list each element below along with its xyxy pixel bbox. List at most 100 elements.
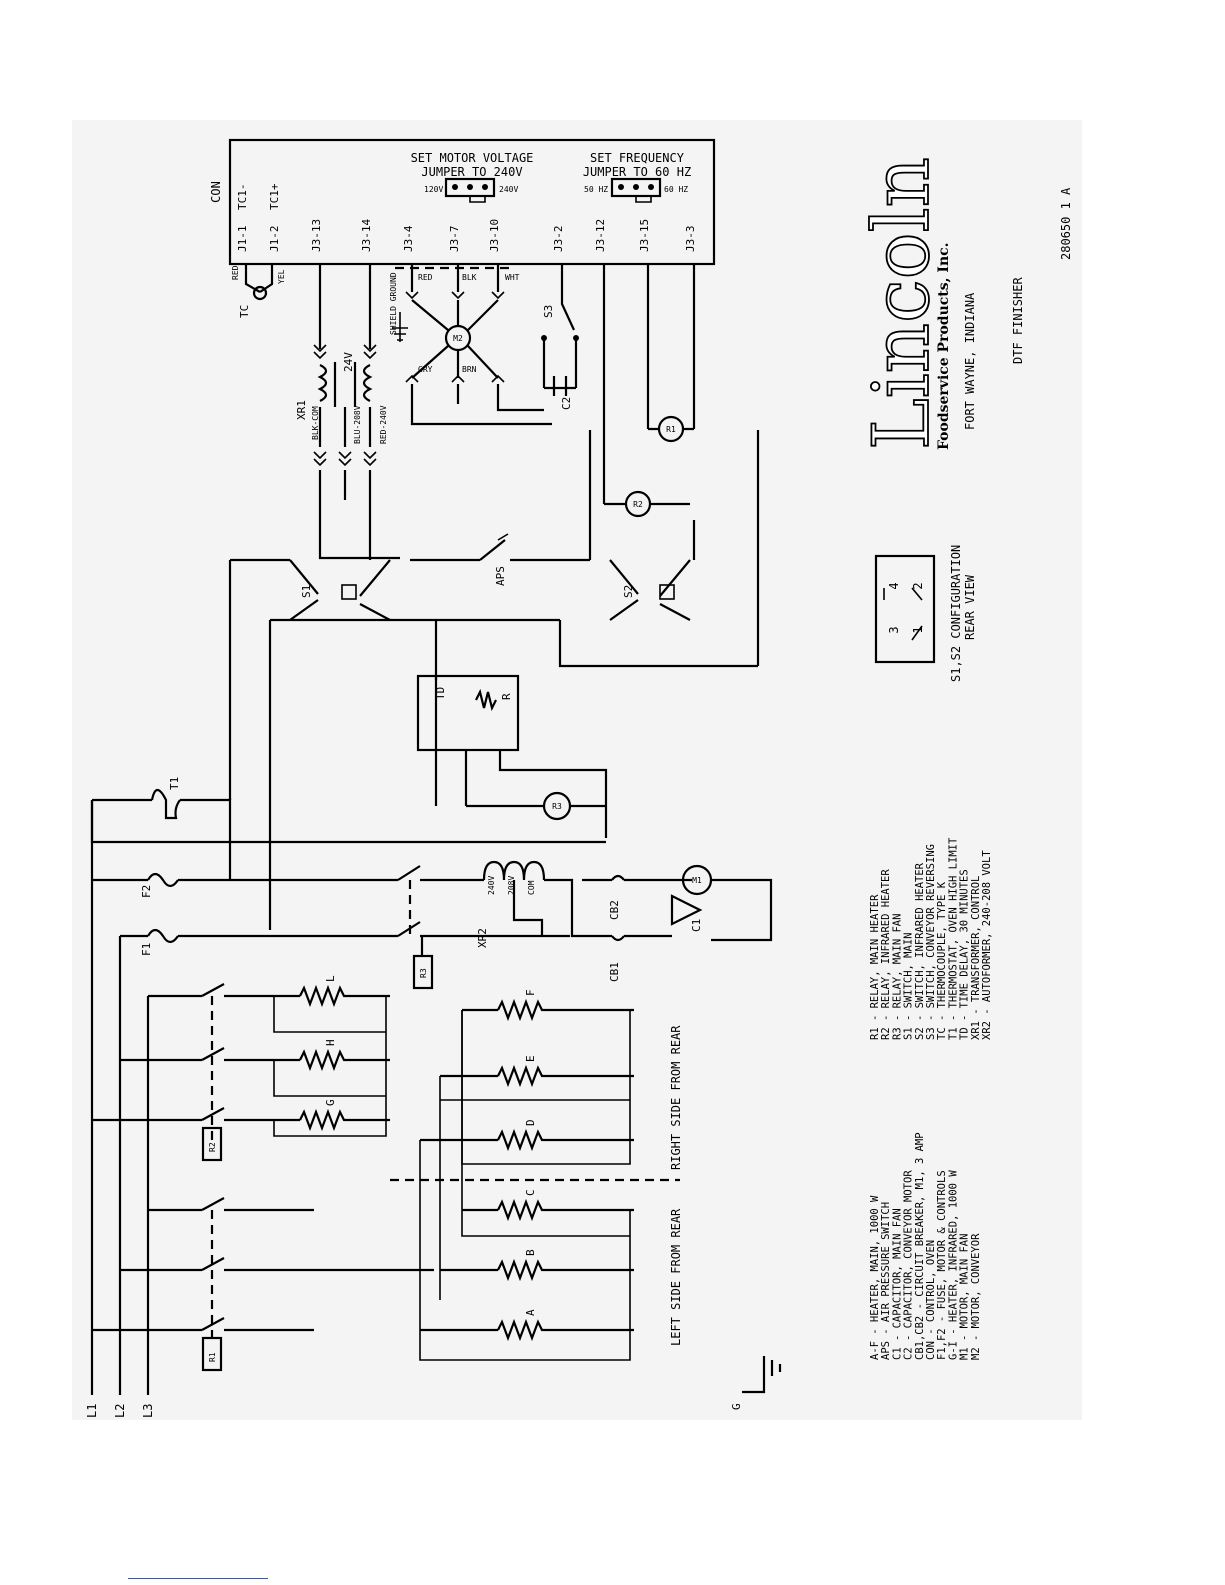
tc1-minus-label: TC1- xyxy=(236,184,249,211)
aps-label: APS xyxy=(494,566,507,586)
cb2-label: CB2 xyxy=(608,900,621,920)
heater-g: G xyxy=(324,1099,337,1106)
terminal-j3-3: J3-3 xyxy=(684,226,697,253)
heater-d: D xyxy=(524,1119,537,1126)
legend-entry: S3 - SWITCH, CONVEYOR REVERSING xyxy=(925,844,937,1040)
terminal-j3-7: J3-7 xyxy=(448,226,461,253)
c2-label: C2 xyxy=(560,397,573,410)
tc-red-wire: RED xyxy=(231,265,240,280)
config-title: S1,S2 CONFIGURATION xyxy=(949,545,963,682)
jumper-240v: 240V xyxy=(499,185,518,194)
config-pos-3: 3 xyxy=(887,626,901,633)
xr2-240v: 240V xyxy=(487,876,496,895)
td-label: TD xyxy=(434,687,447,700)
controller-name: CON xyxy=(209,181,223,203)
tc-label: TC xyxy=(238,305,251,318)
legend-entry: TD - TIME DELAY, 30 MINUTES xyxy=(959,869,971,1040)
infrared-heaters: L H G xyxy=(273,975,390,1137)
heater-a: A xyxy=(524,1309,537,1316)
brand-block: Lincoln Foodservice Products, Inc. FORT … xyxy=(856,156,1073,451)
config-pos-2: 2 xyxy=(911,582,925,589)
r2-coil-label: R2 xyxy=(633,500,643,509)
infrared-switch-s2: S2 xyxy=(609,559,691,621)
m2-wht-wire: WHT xyxy=(505,273,520,282)
r3-contact-label: R3 xyxy=(419,968,428,978)
transformer-xr1: XR1 24V BLK-COM BLU-208V RED-240V SHIELD… xyxy=(295,264,398,467)
r2-contacts: R2 xyxy=(201,983,274,1162)
terminal-j3-15: J3-15 xyxy=(638,219,651,252)
line-l3: L3 xyxy=(141,1404,155,1418)
xr1-24v-label: 24V xyxy=(342,352,355,372)
terminal-j1-2: J1-2 xyxy=(268,226,281,253)
relay-r3-coil: R3 xyxy=(466,791,606,821)
legend-entry: F1,F2 - FUSE, MOTOR & CONTROLS xyxy=(936,1170,948,1360)
set-voltage-subtitle: JUMPER TO 240V xyxy=(421,165,522,179)
legend-entry: XR1 - TRANSFORMER, CONTROL xyxy=(970,876,982,1040)
legend-entry: R1 - RELAY, MAIN HEATER xyxy=(869,894,881,1040)
legend-entry: G-I - HEATER, INFRARED, 1000 W xyxy=(947,1170,959,1360)
line-l2: L2 xyxy=(113,1404,127,1418)
heater-e: E xyxy=(524,1055,537,1062)
legend-entry: CB1,CB2 - CIRCUIT BREAKER, M1, 3 AMP xyxy=(914,1132,926,1360)
jumper-60hz: 60 HZ xyxy=(664,185,688,194)
t1-label: T1 xyxy=(168,777,181,790)
brand-city: FORT WAYNE, INDIANA xyxy=(963,292,977,430)
cb1-label: CB1 xyxy=(608,962,621,982)
terminal-j3-4: J3-4 xyxy=(402,225,415,252)
xr1-blu-208v: BLU-208V xyxy=(353,405,362,444)
jumper-50hz: 50 HZ xyxy=(584,185,608,194)
legend-entry: S2 - SWITCH, INFRARED HEATER xyxy=(914,862,926,1040)
heater-c: C xyxy=(524,1189,537,1196)
line-g: G xyxy=(730,1403,743,1410)
m1-label: M1 xyxy=(692,876,702,885)
xr2-208v: 208V xyxy=(507,876,516,895)
terminal-j1-1: J1-1 xyxy=(236,226,249,253)
document-number: 280650 1 A xyxy=(1059,187,1073,260)
page-rule xyxy=(128,1578,268,1579)
set-frequency-title: SET FREQUENCY xyxy=(590,151,685,165)
left-side-label: LEFT SIDE FROM REAR xyxy=(669,1208,683,1346)
reversing-switch-s3: S3 C2 xyxy=(541,264,579,410)
set-voltage-title: SET MOTOR VOLTAGE xyxy=(411,151,534,165)
c1-label: C1 xyxy=(690,919,703,932)
air-pressure-switch: APS xyxy=(479,533,509,586)
relay-r1-coil: R1 xyxy=(646,264,696,443)
terminal-j3-14: J3-14 xyxy=(360,219,373,252)
m2-label: M2 xyxy=(453,334,463,343)
switch-configuration: 4 3 2 1 S1,S2 CONFIGURATION REAR VIEW xyxy=(874,545,977,682)
tc-yel-wire: YEL xyxy=(277,269,286,284)
brand-subtitle: Foodservice Products, Inc. xyxy=(936,242,952,450)
tc1-plus-label: TC1+ xyxy=(268,183,281,210)
r2-contact-label: R2 xyxy=(208,1142,217,1152)
legend-entry: C2 - CAPACITOR, CONVEYOR MOTOR xyxy=(903,1170,915,1360)
terminal-j3-2: J3-2 xyxy=(552,226,565,253)
relay-r2-coil: R2 xyxy=(602,264,690,518)
xr1-label: XR1 xyxy=(295,400,308,420)
config-pos-4: 4 xyxy=(887,582,901,589)
power-lines: L1 L2 L3 G xyxy=(85,800,782,1418)
model-name: DTF FINISHER xyxy=(1011,277,1025,364)
heater-f: F xyxy=(524,989,537,996)
r1-coil-label: R1 xyxy=(666,425,676,434)
config-subtitle: REAR VIEW xyxy=(963,574,977,640)
legend-entry: R2 - RELAY, INFRARED HEATER xyxy=(880,869,892,1040)
td-r-label: R xyxy=(500,693,513,700)
terminal-j3-10: J3-10 xyxy=(488,219,501,252)
shield-ground-label: SHIELD GROUND xyxy=(389,272,398,335)
legend-entry: A-F - HEATER, MAIN, 1000 W xyxy=(869,1195,881,1360)
control-wiring xyxy=(228,430,760,930)
main-switch-s1: S1 xyxy=(289,559,391,621)
legend-entry: R3 - RELAY, MAIN FAN xyxy=(891,914,903,1040)
xr2-label: XR2 xyxy=(476,928,489,948)
xr2-com: COM xyxy=(527,880,536,895)
main-fan-circuit: R3 240V 208V COM XR2 CB2 CB1 M1 C1 xyxy=(230,860,773,990)
legend-entry: M2 - MOTOR, CONVEYOR xyxy=(970,1233,982,1360)
r1-contacts: R1 xyxy=(201,1197,434,1372)
heater-h: H xyxy=(324,1039,337,1046)
legend-entry: C1 - CAPACITOR, MAIN FAN xyxy=(891,1208,903,1360)
s2-label: S2 xyxy=(622,585,635,598)
legend-entry: XR2 - AUTOFORMER, 240-208 VOLT xyxy=(981,850,993,1040)
